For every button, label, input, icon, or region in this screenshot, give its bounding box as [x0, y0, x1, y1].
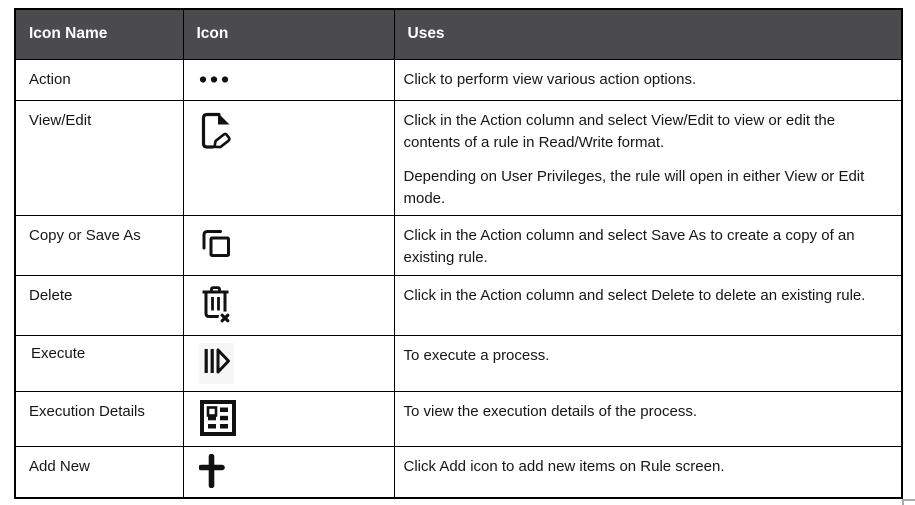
- icon-name-cell: Execute: [14, 334, 184, 392]
- uses-text: Click in the Action column and select Vi…: [403, 111, 836, 151]
- column-header-icon-name: Icon Name: [14, 8, 184, 60]
- execution-details-icon: [199, 399, 237, 441]
- uses-text: Click in the Action column and select Sa…: [403, 226, 855, 266]
- table-row-execute: Execute To execute a process.: [14, 334, 903, 392]
- icon-name-cell: View/Edit: [14, 99, 184, 216]
- icon-name-cell: Delete: [14, 274, 184, 336]
- uses-text: To view the execution details of the pro…: [403, 402, 698, 420]
- uses-text: Click to perform view various action opt…: [403, 70, 697, 88]
- column-header-icon: Icon: [182, 8, 395, 60]
- execute-icon: [198, 342, 234, 384]
- uses-text: Click in the Action column and select De…: [403, 286, 866, 304]
- column-header-uses: Uses: [393, 8, 903, 60]
- copy-icon: [199, 229, 233, 266]
- table-row-execution-details: Execution Details To view the execution …: [14, 390, 903, 447]
- add-icon: [197, 453, 225, 492]
- icon-name-cell: Add New: [14, 445, 184, 499]
- icon-name-cell: Copy or Save As: [14, 214, 184, 276]
- table-row-add-new: Add New Click Add icon to add new items …: [14, 445, 903, 499]
- ellipsis-icon: [199, 71, 229, 88]
- header-row: Icon Name Icon Uses: [14, 8, 903, 60]
- view-edit-icon: [199, 112, 235, 157]
- table-row-view-edit: View/Edit Click in the Action column and…: [14, 99, 903, 216]
- icon-name-cell: Action: [14, 58, 184, 101]
- delete-icon: [199, 285, 233, 329]
- table-row-action: Action Click to perform view various act…: [14, 58, 903, 101]
- adjacent-element-corner: [902, 499, 915, 505]
- uses-text: To execute a process.: [403, 346, 550, 364]
- uses-text: Click Add icon to add new items on Rule …: [403, 457, 725, 475]
- table-row-delete: Delete Click in the Action column and se…: [14, 274, 903, 336]
- uses-text: Depending on User Privileges, the rule w…: [403, 167, 865, 207]
- icon-name-cell: Execution Details: [14, 390, 184, 447]
- table-row-copy-save-as: Copy or Save As Click in the Action colu…: [14, 214, 903, 276]
- icon-reference-table: Icon Name Icon Uses Action Click to perf…: [14, 8, 903, 499]
